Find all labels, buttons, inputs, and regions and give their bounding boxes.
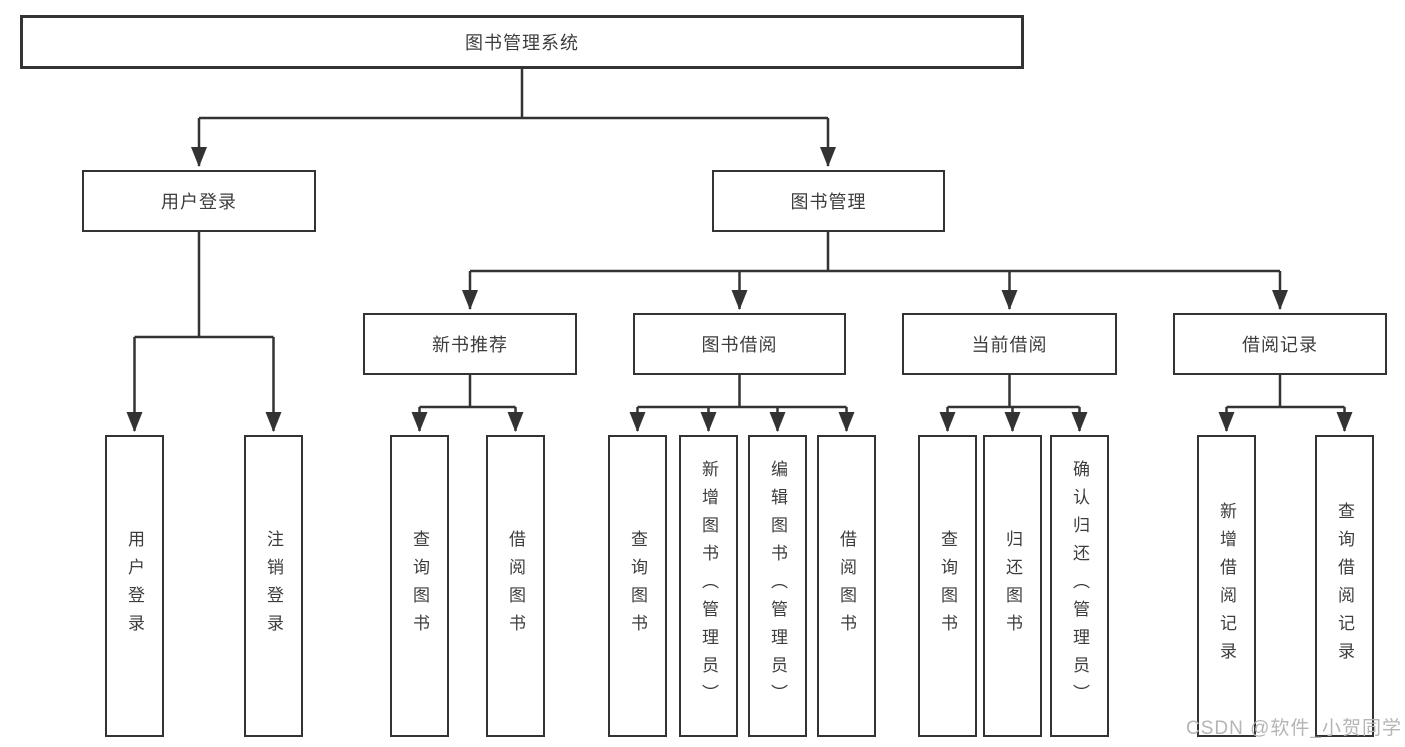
node-user-login: 用户登录 [82, 170, 316, 232]
leaf-label: 查询图书 [628, 530, 647, 642]
node-label: 新书推荐 [432, 335, 508, 355]
node-label: 当前借阅 [971, 335, 1048, 355]
leaf-user-login: 用户登录 [105, 435, 164, 737]
leaf-borrow-books-recommend: 借阅图书 [486, 435, 545, 737]
leaf-label: 编辑图书（管理员） [768, 460, 787, 712]
leaf-label: 借阅图书 [837, 530, 856, 642]
leaf-label: 新增图书（管理员） [699, 460, 718, 712]
leaf-query-borrow-record: 查询借阅记录 [1315, 435, 1374, 737]
leaf-add-borrow-record: 新增借阅记录 [1197, 435, 1256, 737]
node-label: 借阅记录 [1242, 335, 1318, 355]
leaf-logout: 注销登录 [244, 435, 303, 737]
node-new-book-recommendation: 新书推荐 [363, 313, 577, 375]
leaf-label: 借阅图书 [506, 530, 525, 642]
node-book-borrowing: 图书借阅 [633, 313, 846, 375]
node-label: 图书管理系统 [465, 33, 579, 53]
leaf-label: 注销登录 [264, 530, 283, 642]
leaf-label: 归还图书 [1003, 530, 1022, 642]
leaf-confirm-return-admin: 确认归还（管理员） [1050, 435, 1109, 737]
leaf-label: 确认归还（管理员） [1070, 460, 1089, 712]
node-label: 图书管理 [790, 192, 867, 212]
leaf-label: 查询借阅记录 [1335, 502, 1354, 670]
leaf-query-books-current: 查询图书 [918, 435, 977, 737]
node-root-system: 图书管理系统 [20, 15, 1024, 69]
node-label: 用户登录 [161, 192, 237, 212]
node-borrowing-records: 借阅记录 [1173, 313, 1387, 375]
leaf-label: 查询图书 [410, 530, 429, 642]
leaf-label: 新增借阅记录 [1217, 502, 1236, 670]
leaf-borrow-books: 借阅图书 [817, 435, 876, 737]
leaf-return-books: 归还图书 [983, 435, 1042, 737]
leaf-query-books-recommend: 查询图书 [390, 435, 449, 737]
leaf-label: 查询图书 [938, 530, 957, 642]
node-current-borrowing: 当前借阅 [902, 313, 1117, 375]
leaf-edit-books-admin: 编辑图书（管理员） [748, 435, 807, 737]
csdn-watermark: CSDN @软件_小贺同学 [1186, 718, 1402, 739]
leaf-label: 用户登录 [125, 530, 144, 642]
node-book-management: 图书管理 [712, 170, 945, 232]
leaf-query-books-borrowing: 查询图书 [608, 435, 667, 737]
node-label: 图书借阅 [701, 335, 778, 355]
leaf-add-books-admin: 新增图书（管理员） [679, 435, 738, 737]
